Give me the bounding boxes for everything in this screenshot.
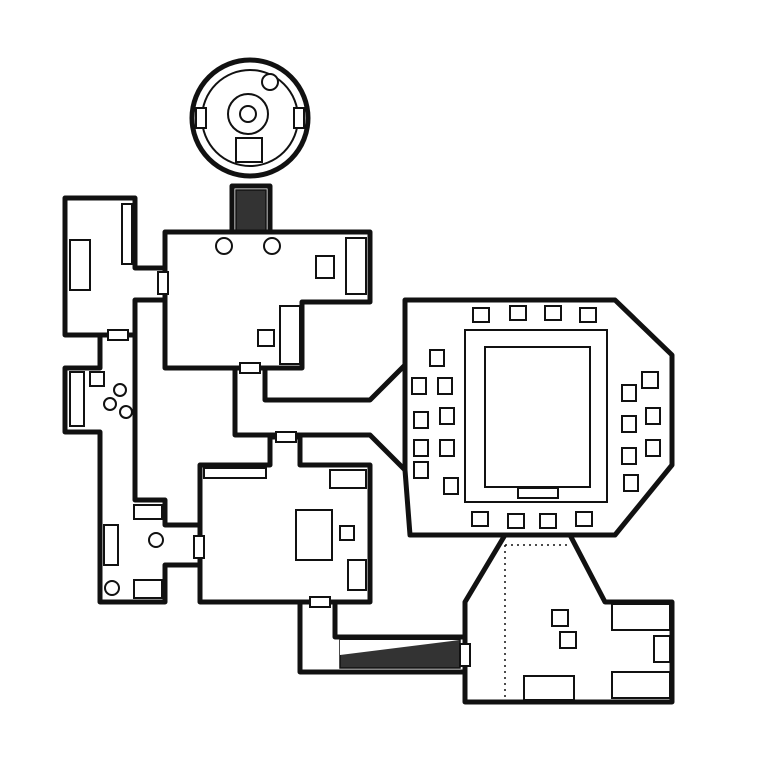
bed-icon	[345, 237, 367, 295]
chair-icon	[471, 511, 489, 527]
pit-icon	[464, 329, 608, 503]
shelf-icon	[133, 579, 163, 599]
bed-icon	[611, 671, 671, 699]
chair-icon	[89, 371, 105, 387]
doors	[107, 271, 471, 667]
chair-icon	[575, 511, 593, 527]
barrel-icon	[261, 73, 279, 91]
door-icon[interactable]	[195, 107, 207, 129]
barrel-icon	[263, 237, 281, 255]
shelf-icon	[203, 467, 267, 479]
chair-icon	[413, 439, 429, 457]
door-icon[interactable]	[157, 271, 169, 295]
chair-icon	[539, 513, 557, 529]
left-room-furniture	[69, 203, 164, 599]
barrel-icon	[113, 383, 127, 397]
chair-icon	[621, 415, 637, 433]
chair-icon	[579, 307, 597, 323]
door-icon[interactable]	[193, 535, 205, 559]
chair-icon	[439, 439, 455, 457]
room-top-left	[62, 195, 168, 338]
chair-icon	[509, 305, 527, 321]
chair-icon	[621, 447, 637, 465]
door-icon[interactable]	[293, 107, 305, 129]
door-icon[interactable]	[107, 329, 129, 341]
shelf-icon	[653, 635, 671, 663]
arena-chairs	[411, 305, 661, 529]
barrel-icon	[119, 405, 133, 419]
shelf-icon	[133, 504, 163, 520]
chair-icon	[413, 461, 429, 479]
chair-icon	[645, 439, 661, 457]
barrel-icon	[103, 397, 117, 411]
chair-icon	[413, 411, 429, 429]
chair-icon	[645, 407, 661, 425]
chair-icon	[443, 477, 459, 495]
stairs-steps	[235, 189, 267, 233]
door-icon[interactable]	[239, 362, 261, 374]
chair-icon	[623, 474, 639, 492]
shelf-icon	[347, 559, 367, 591]
corridor-middle	[232, 362, 408, 473]
bed-icon	[103, 524, 119, 566]
crate-icon	[559, 631, 577, 649]
altar-icon	[235, 137, 263, 163]
table-icon	[295, 509, 333, 561]
room-middle	[197, 434, 373, 605]
chair-icon	[437, 377, 453, 395]
round-tower	[189, 57, 311, 179]
room-left-long	[62, 332, 203, 605]
bottom-room-furniture	[504, 544, 671, 701]
chair-icon	[641, 371, 659, 389]
middle-room-furniture	[203, 467, 367, 591]
chair-icon	[472, 307, 490, 323]
chair-icon	[507, 513, 525, 529]
door-icon[interactable]	[459, 643, 471, 667]
crate-icon	[551, 609, 569, 627]
shelf-icon	[279, 305, 301, 365]
chair-icon	[439, 407, 455, 425]
barrel-icon	[148, 532, 164, 548]
bed-icon	[611, 603, 671, 631]
chair-icon	[544, 305, 562, 321]
barrel-icon	[104, 580, 120, 596]
top-room-furniture	[215, 237, 367, 365]
shelf-icon	[315, 255, 335, 279]
chair-icon	[411, 377, 427, 395]
chair-icon	[621, 384, 637, 402]
shelf-icon	[329, 469, 367, 489]
chair-icon	[339, 525, 355, 541]
chair-icon	[429, 349, 445, 367]
chair-icon	[257, 329, 275, 347]
door-icon[interactable]	[309, 596, 331, 608]
shelf-icon	[121, 203, 133, 265]
shelf-icon	[69, 371, 85, 427]
barrel-icon	[215, 237, 233, 255]
door-icon[interactable]	[275, 431, 297, 443]
bed-icon	[69, 239, 91, 291]
bed-icon	[523, 675, 575, 701]
